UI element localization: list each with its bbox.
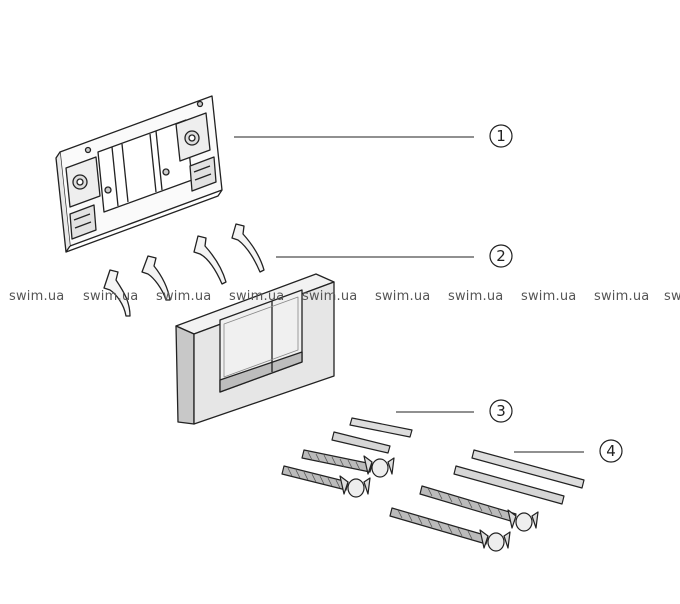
wing-nut-4: [479, 529, 511, 552]
flush-button-small: [219, 351, 303, 393]
callout-2: 2: [489, 244, 513, 268]
watermark-text: swim.ua: [9, 289, 65, 304]
callout-3: 3: [489, 399, 513, 423]
spring-clip-2: [141, 255, 171, 301]
callout-4: 4: [599, 439, 623, 463]
wing-nut-2: [339, 475, 371, 498]
callout-circle: [489, 244, 513, 268]
callout-label: 2: [496, 247, 506, 265]
watermark-text-partial: sw: [664, 289, 680, 304]
watermark-text: swim.ua: [83, 289, 139, 304]
callout-label: 1: [496, 127, 506, 145]
spring-clip-1: [103, 269, 131, 317]
callout-1: 1: [489, 124, 513, 148]
spring-clips: [103, 223, 265, 317]
leader-lines: [234, 136, 584, 453]
spring-clip-4: [231, 223, 265, 273]
callout-label: 3: [496, 402, 506, 420]
watermark-row: swim.ua swim.ua swim.ua swim.ua swim.ua …: [0, 289, 680, 309]
callout-circle: [489, 399, 513, 423]
watermark-text: swim.ua: [302, 289, 358, 304]
watermark-text: swim.ua: [156, 289, 212, 304]
callout-label: 4: [606, 442, 616, 460]
watermark-text: swim.ua: [375, 289, 431, 304]
flush-plate: [175, 273, 335, 425]
wing-nut-1: [363, 455, 395, 478]
wing-nut-3: [507, 509, 539, 532]
watermark-text: swim.ua: [594, 289, 650, 304]
watermark-text: swim.ua: [229, 289, 285, 304]
watermark-text: swim.ua: [448, 289, 504, 304]
mounting-frame: [55, 95, 223, 253]
callout-circle: [489, 124, 513, 148]
callout-circle: [599, 439, 623, 463]
long-studs: [389, 449, 585, 552]
spring-clip-3: [193, 235, 227, 285]
short-studs: [281, 417, 413, 498]
watermark-text: swim.ua: [521, 289, 577, 304]
